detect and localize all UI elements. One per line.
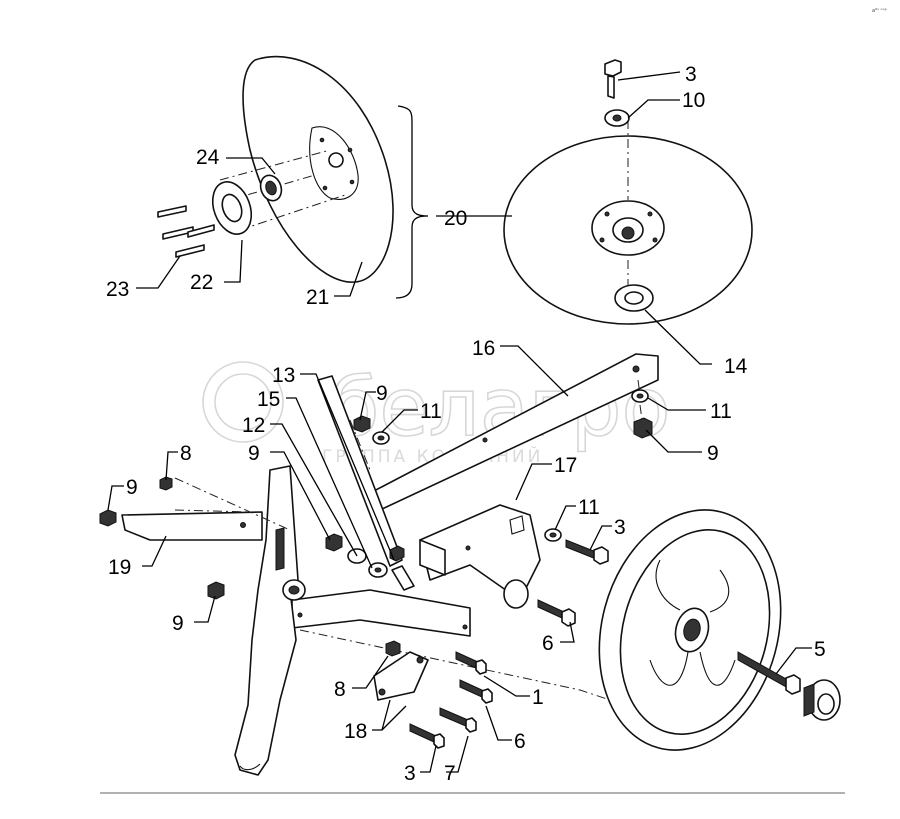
bracket — [419, 504, 541, 609]
left-nuts — [99, 476, 225, 600]
callout-9-bottom: 9 — [172, 612, 184, 635]
callout-13: 13 — [272, 364, 295, 387]
right-bolt — [544, 528, 609, 565]
callout-23: 23 — [106, 278, 129, 301]
callout-6-mid: 6 — [542, 632, 554, 655]
callout-8-bottom: 8 — [334, 678, 346, 701]
left-hub — [211, 149, 346, 235]
callout-17: 17 — [554, 454, 577, 477]
callout-6-bottom: 6 — [514, 730, 526, 753]
callout-14: 14 — [724, 355, 748, 378]
callout-3-bottom: 3 — [404, 762, 416, 785]
nut-group-top — [353, 415, 390, 445]
bolt-mid — [537, 599, 576, 627]
callout-18: 18 — [344, 720, 367, 743]
leader-lines — [107, 71, 812, 773]
callout-3-mid: 3 — [614, 516, 626, 539]
callout-11-bracket: 11 — [578, 496, 600, 519]
callout-7: 7 — [444, 762, 456, 785]
right-disc — [503, 120, 753, 325]
callout-9-left: 9 — [126, 476, 138, 499]
callout-24: 24 — [196, 146, 220, 169]
callout-8-left: 8 — [180, 442, 192, 465]
callout-19: 19 — [108, 556, 131, 579]
corner-mark: a⁶ˢ ᵒᵒᵖ — [872, 8, 887, 14]
plate — [317, 375, 403, 567]
wheel — [598, 509, 782, 751]
callout-1: 1 — [532, 686, 544, 709]
axle-bolt — [737, 651, 841, 721]
callout-22: 22 — [190, 271, 213, 294]
callout-11-left: 11 — [420, 400, 442, 423]
callout-5: 5 — [814, 638, 826, 661]
callout-20: 20 — [444, 207, 467, 230]
spacer — [614, 284, 654, 312]
left-disc — [242, 55, 394, 283]
bracket-19 — [121, 477, 291, 541]
callout-15: 15 — [257, 388, 280, 411]
frame-leg — [234, 465, 306, 776]
plate-18 — [373, 640, 429, 701]
top-bolt — [604, 59, 630, 127]
callout-9-mid: 9 — [248, 442, 260, 465]
right-nut — [631, 389, 653, 439]
callout-labels: 3 10 24 20 23 22 21 14 16 13 9 15 11 11 … — [106, 63, 826, 785]
left-bolts — [157, 205, 215, 258]
callout-3-top: 3 — [685, 63, 697, 86]
callout-12: 12 — [242, 414, 265, 437]
callout-21: 21 — [306, 286, 329, 309]
callout-16: 16 — [472, 337, 495, 360]
callout-9-top: 9 — [376, 382, 388, 405]
callout-11-right: 11 — [710, 400, 732, 423]
bottom-bolts — [409, 651, 493, 749]
callout-10: 10 — [682, 89, 705, 112]
callout-9-right: 9 — [707, 442, 719, 465]
